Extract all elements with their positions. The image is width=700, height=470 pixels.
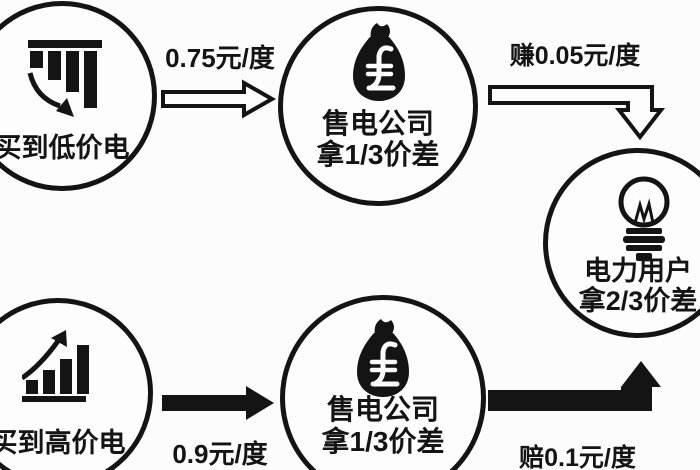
- node-label-line: 拿1/3价差: [321, 426, 445, 457]
- node-label-line: 售电公司: [326, 394, 439, 425]
- arrow-retailer-to-user-loss: [488, 361, 661, 411]
- edge-label-buy-low-to-retailer: 0.75元/度: [165, 43, 275, 73]
- node-label-retailer-bottom: 售电公司 拿1/3价差: [283, 394, 483, 458]
- edge-label-buy-high-to-retailer: 0.9元/度: [172, 439, 268, 469]
- node-label-buy-low: 买到低价电: [0, 133, 130, 163]
- node-label-line: 拿1/3价差: [316, 139, 440, 170]
- node-label-line: 售电公司: [321, 108, 434, 139]
- edge-label-retailer-to-user-loss: 赔0.1元/度: [519, 444, 636, 470]
- node-label-line: 电力用户: [584, 256, 692, 286]
- money-bag-icon: [357, 319, 409, 397]
- arrow-buy-low-to-retailer: [161, 79, 277, 119]
- node-label-retailer-top: 售电公司 拿1/3价差: [278, 108, 478, 170]
- rising-bars-icon: [22, 330, 89, 402]
- light-bulb-icon: [618, 176, 670, 261]
- arrow-buy-high-to-retailer: [162, 386, 274, 420]
- node-power-user: [543, 148, 700, 338]
- node-label-buy-high: 买到高价电: [0, 428, 126, 458]
- node-label-line: 拿2/3价差: [578, 286, 698, 316]
- edge-label-retailer-to-user-gain: 赚0.05元/度: [509, 42, 641, 70]
- node-buy-low: [0, 1, 157, 191]
- falling-bars-icon: [27, 40, 102, 117]
- node-label-power-user: 电力用户 拿2/3价差: [538, 256, 700, 316]
- arrow-retailer-to-user-gain: [488, 85, 666, 141]
- money-bag-icon: [353, 23, 405, 101]
